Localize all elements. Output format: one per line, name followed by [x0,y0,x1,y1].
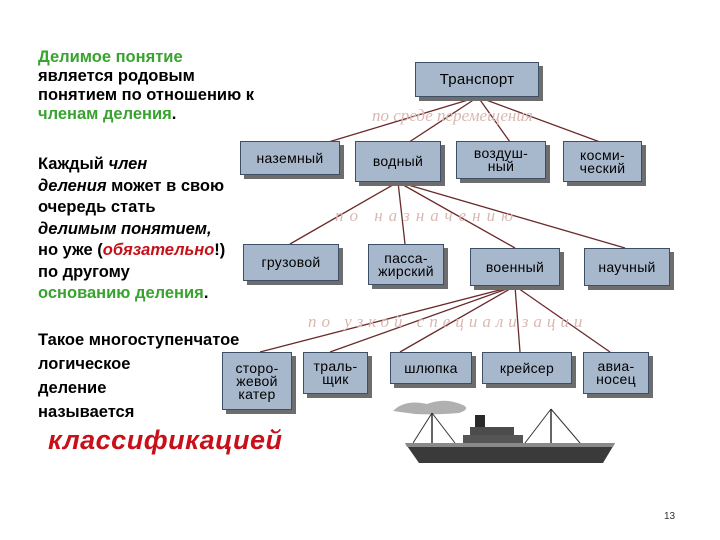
classification-title: классификацией [48,425,283,455]
members-of-division: членам деления [38,105,172,123]
box-space: косми- ческий [563,141,642,182]
ship-illustration [393,400,615,463]
box-military: военный [470,248,560,286]
paragraph-classification: Такое многоступенчатое логическое делени… [38,331,240,421]
page-number: 13 [664,511,676,522]
box-passenger: пасса- жирский [368,244,444,285]
criterion-purpose: по назначению [335,206,520,225]
box-ground: наземный [240,141,340,175]
paragraph-member: Каждый член деления может в свою очередь… [38,155,226,302]
box-patrol-boat: сторо- жевой катер [222,352,292,410]
line-divisible-concept: Делимое понятие [38,48,183,66]
box-science: научный [584,248,670,286]
box-water: водный [355,141,441,182]
line-is-generic: является родовым [38,67,195,85]
division-basis: основанию деления [38,284,204,302]
box-cruiser: крейсер [482,352,572,384]
box-cargo: грузовой [243,244,339,281]
box-sloop: шлюпка [390,352,472,384]
criterion-specialization: по узкой специализации [308,312,588,331]
box-trawler: траль- щик [303,352,368,394]
line-concept-relation: понятием по отношению к [38,86,255,104]
box-air: воздуш- ный [456,141,546,179]
obligatory-word: обязательно [102,241,215,259]
box-carrier: авиа- носец [583,352,649,394]
criterion-environment: по среде перемещения [372,106,533,125]
line-members: членам деления. [38,105,177,123]
box-transport: Транспорт [415,62,539,97]
paragraph-genus: Делимое понятие является родовым понятие… [38,48,254,124]
